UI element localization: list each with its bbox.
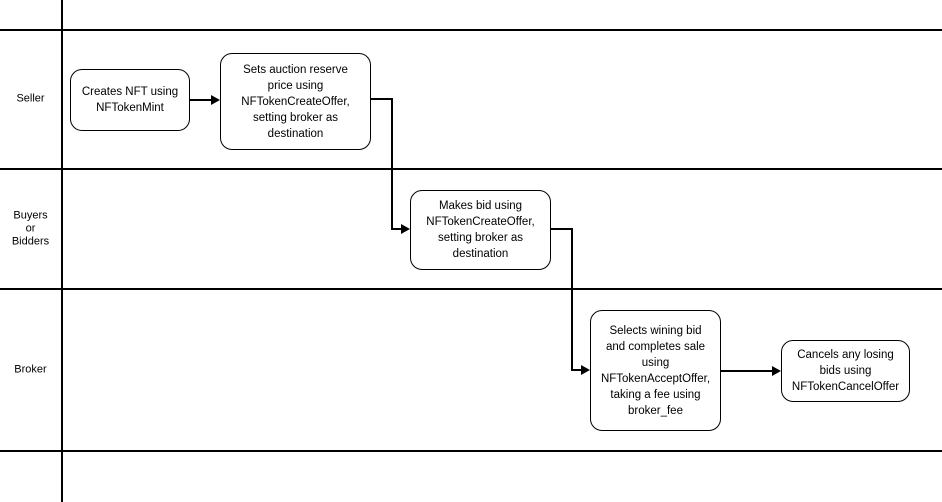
node-sets-reserve-price[interactable]: Sets auction reserve price using NFToken… (220, 53, 371, 150)
connector-reserve-to-bid-segment-3 (391, 228, 403, 230)
connector-reserve-to-bid-arrowhead (401, 224, 410, 235)
lane-separator-top (0, 29, 942, 31)
node-cancels-losing-bids[interactable]: Cancels any losing bids using NFTokenCan… (781, 340, 910, 402)
lane-separator-seller-buyers (0, 168, 942, 170)
connector-reserve-to-bid-segment-2 (391, 98, 393, 230)
lane-label-broker: Broker (14, 363, 47, 376)
lane-label-column-divider (61, 0, 63, 502)
connector-creates-to-reserve-line (190, 99, 212, 101)
connector-accept-to-cancel-line (721, 370, 774, 372)
connector-accept-to-cancel-arrowhead (772, 366, 781, 377)
connector-bid-to-accept-segment-1 (551, 228, 573, 230)
lane-separator-buyers-broker (0, 288, 942, 290)
node-selects-winning-bid[interactable]: Selects wining bid and completes sale us… (590, 310, 721, 431)
connector-creates-to-reserve-arrowhead (211, 95, 220, 105)
connector-reserve-to-bid-segment-1 (371, 98, 393, 100)
node-creates-nft[interactable]: Creates NFT using NFTokenMint (70, 69, 190, 131)
connector-bid-to-accept-segment-2 (571, 228, 573, 371)
node-makes-bid[interactable]: Makes bid using NFTokenCreateOffer, sett… (410, 190, 551, 270)
connector-bid-to-accept-arrowhead (581, 365, 590, 376)
connector-bid-to-accept-segment-3 (571, 369, 583, 371)
lane-separator-bottom (0, 450, 942, 452)
lane-label-buyers-or-bidders: Buyers or Bidders (11, 209, 50, 248)
lane-label-seller: Seller (16, 92, 45, 105)
